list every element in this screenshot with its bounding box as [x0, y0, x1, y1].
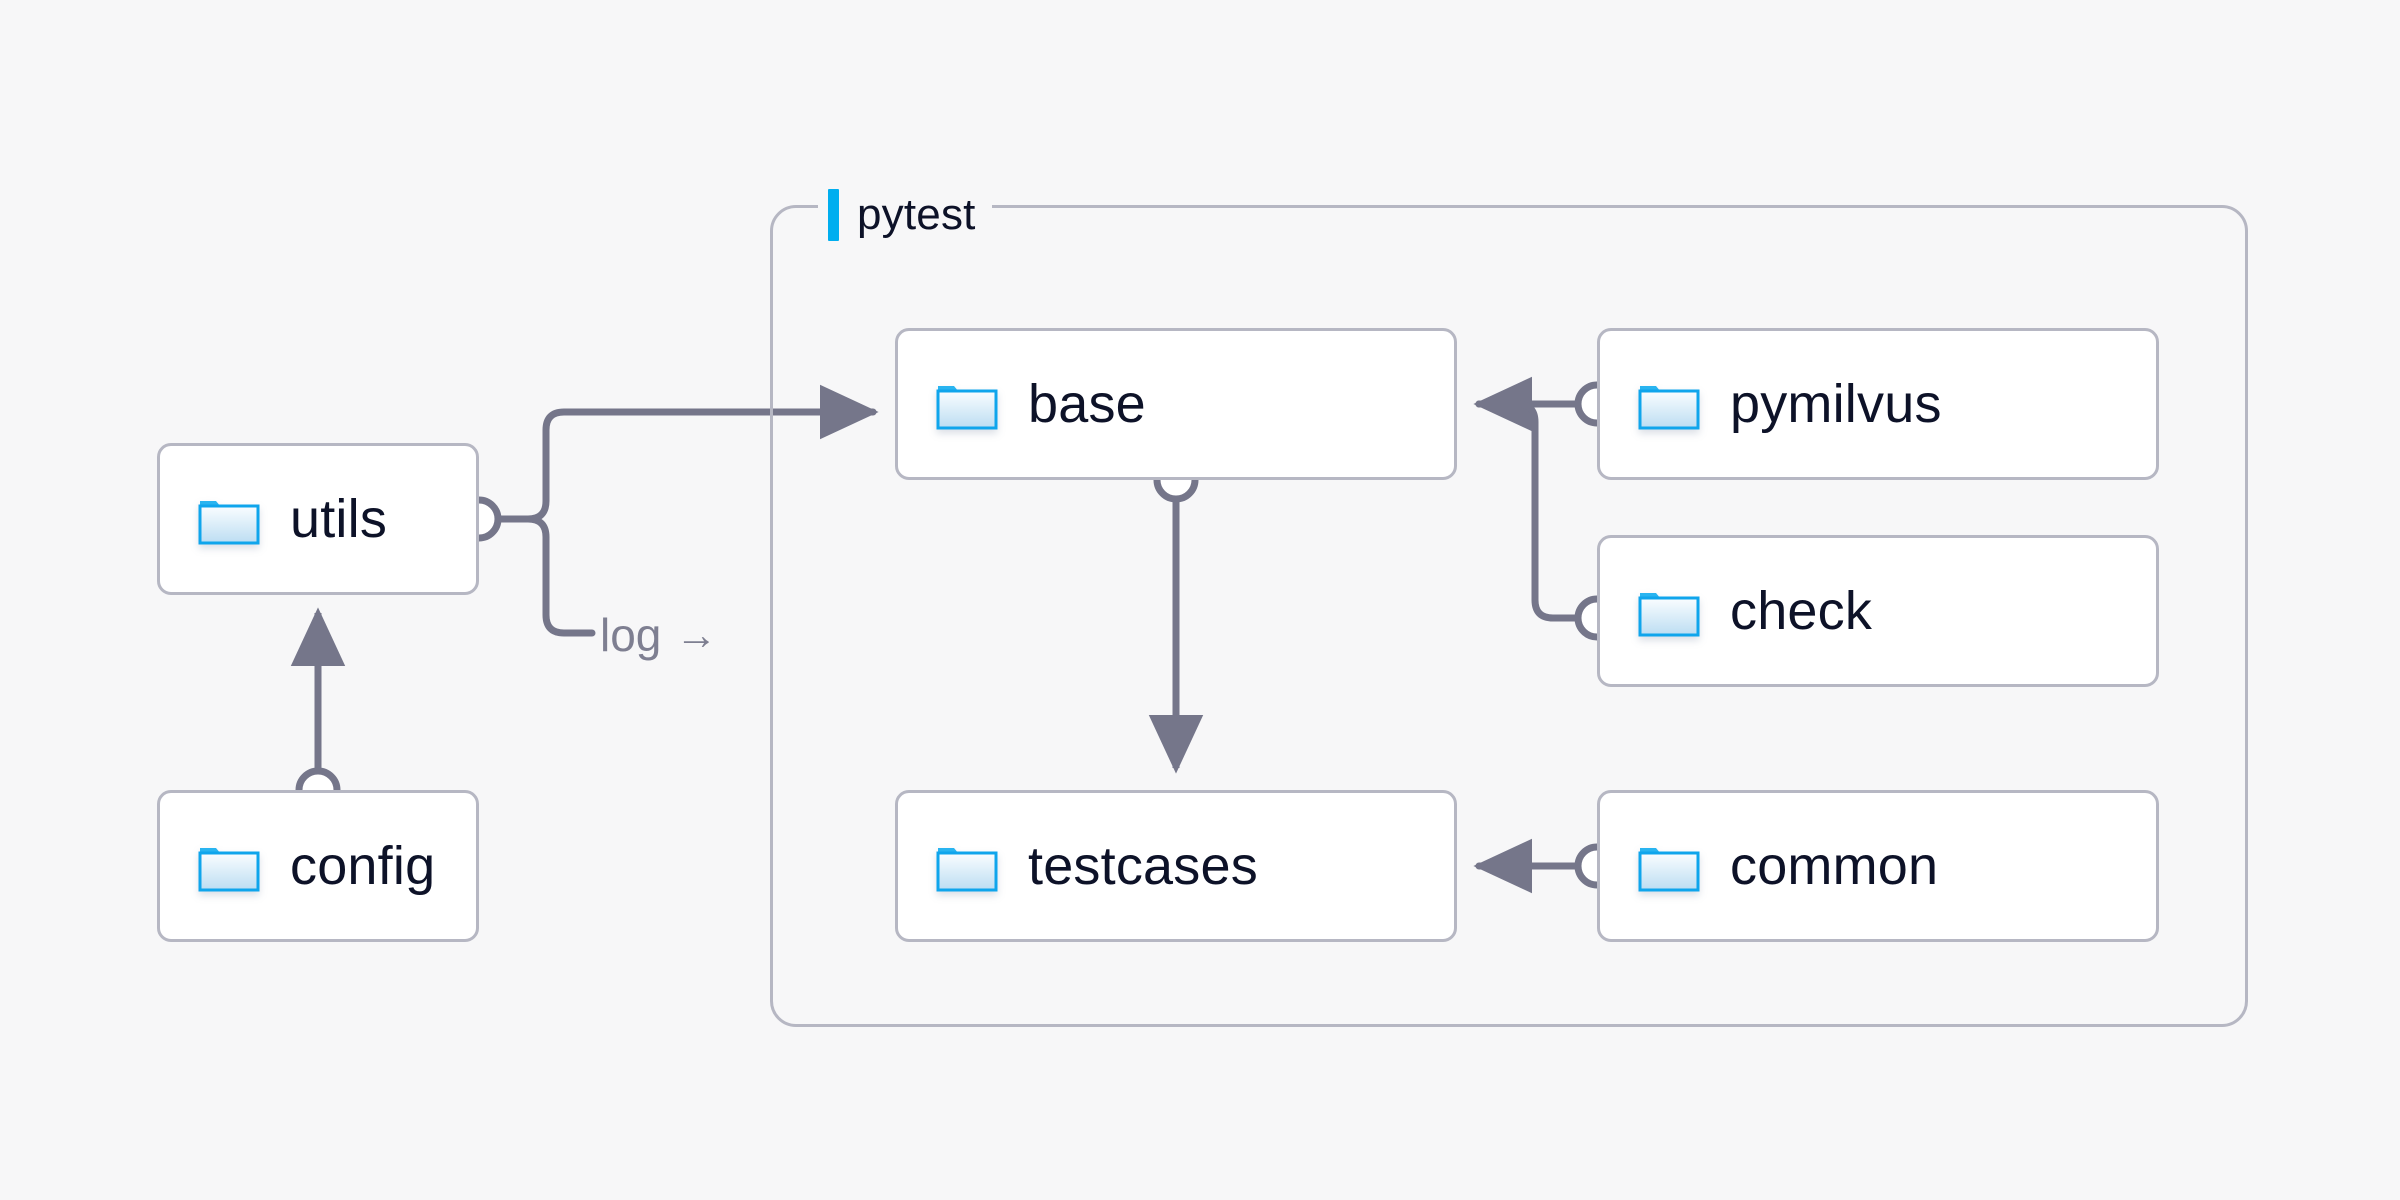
folder-icon [936, 386, 998, 430]
edge-utils-to-log [494, 515, 596, 637]
node-utils[interactable]: utils [157, 443, 479, 595]
node-pymilvus[interactable]: pymilvus [1597, 328, 2159, 480]
node-testcases[interactable]: testcases [895, 790, 1457, 942]
node-config[interactable]: config [157, 790, 479, 942]
folder-icon [198, 848, 260, 892]
edge-config-to-utils [290, 607, 346, 813]
folder-icon [1638, 848, 1700, 892]
edge-label-log-text: log [600, 609, 662, 661]
folder-icon [936, 848, 998, 892]
group-pytest-title: pytest [857, 190, 976, 239]
folder-icon [198, 501, 260, 545]
node-label: testcases [1028, 836, 1258, 896]
node-base[interactable]: base [895, 328, 1457, 480]
arrow-right-icon: → [675, 611, 718, 658]
group-accent-bar [828, 189, 839, 241]
group-pytest-label: pytest [818, 187, 992, 243]
group-pytest [770, 205, 2248, 1027]
node-label: pymilvus [1730, 374, 1942, 434]
node-check[interactable]: check [1597, 535, 2159, 687]
edge-label-log: log → [600, 608, 717, 662]
folder-icon [1638, 386, 1700, 430]
node-label: utils [290, 489, 388, 549]
node-label: common [1730, 836, 1939, 896]
folder-icon [1638, 593, 1700, 637]
node-label: base [1028, 374, 1146, 434]
node-label: check [1730, 581, 1873, 641]
node-label: config [290, 836, 436, 896]
node-common[interactable]: common [1597, 790, 2159, 942]
